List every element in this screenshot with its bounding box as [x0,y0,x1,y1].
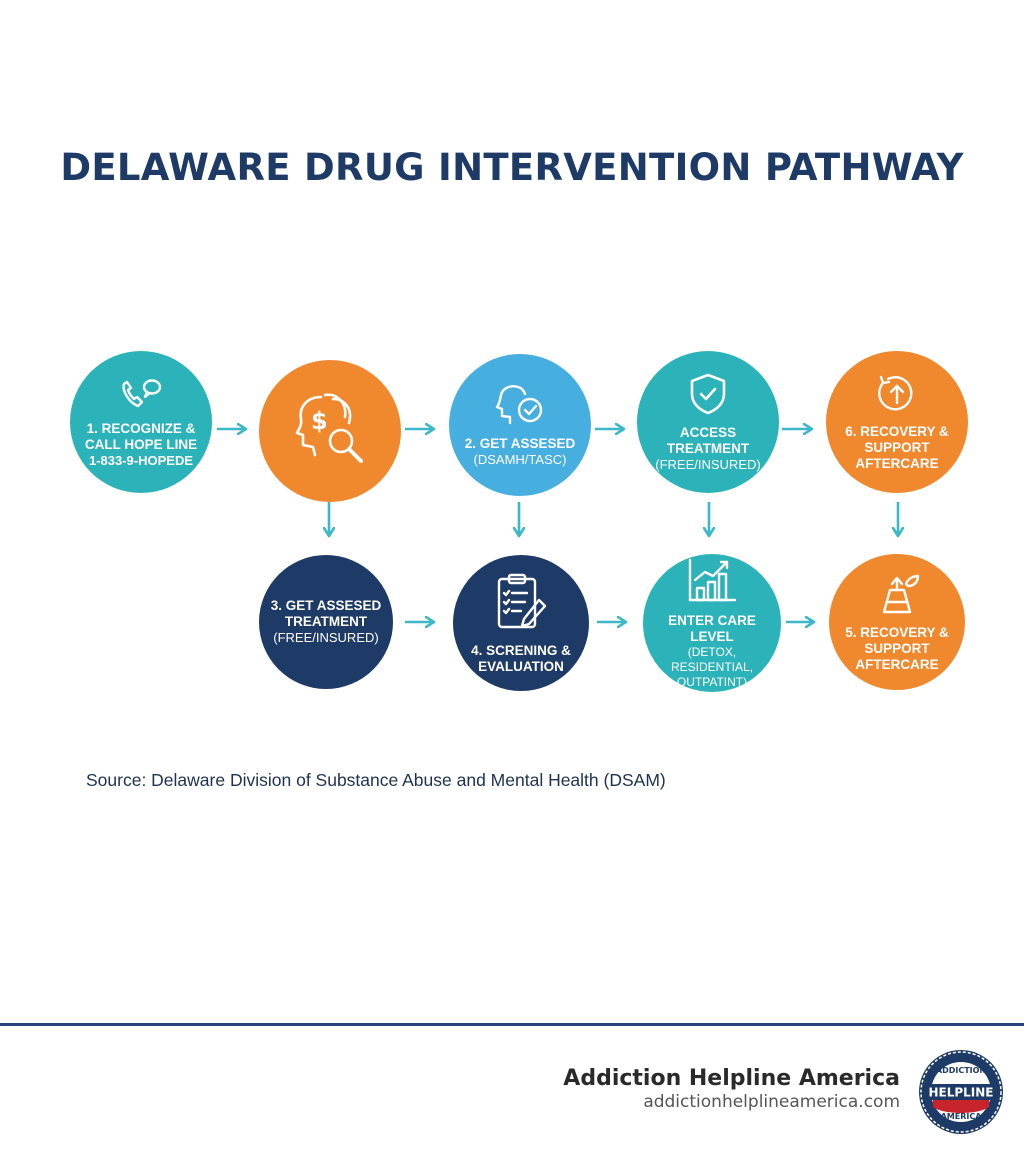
step-assess-sub: (DSAMH/TASC) [473,451,567,467]
page-title: DELAWARE DRUG INTERVENTION PATHWAY [60,146,964,189]
step-finance-node: $ [259,360,401,502]
clipboard-pen-icon [493,572,549,639]
shield-check-icon [688,372,728,421]
step-care-level-label: ENTER CARE LEVEL [668,613,756,644]
step-recovery-6-label: 6. RECOVERY & SUPPORT AFTERCARE [845,423,949,471]
svg-text:HELPLINE: HELPLINE [928,1086,993,1100]
step-assess-treatment-node: 3. GET ASSESED TREATMENT (FREE/INSURED) [259,555,393,689]
refresh-up-icon [874,373,920,420]
step-recovery-6-node: 6. RECOVERY & SUPPORT AFTERCARE [826,351,968,493]
source-note: Source: Delaware Division of Substance A… [86,770,666,790]
step-assess-label: 2. GET ASSESED [464,435,576,451]
step-assess-treatment-sub: (FREE/INSURED) [273,630,379,645]
step-care-level-node: ENTER CARE LEVEL (DETOX, RESIDENTIAL, OU… [643,554,781,692]
head-check-icon [494,383,546,432]
svg-text:AMERICA: AMERICA [941,1112,983,1121]
step-access-sub: (FREE/INSURED) [655,456,761,472]
head-dollar-search-icon: $ [291,389,369,474]
step-recovery-5-node: 5. RECOVERY & SUPPORT AFTERCARE [829,554,965,690]
step-recognize-label: 1. RECOGNIZE & CALL HOPE LINE [84,420,198,452]
footer-divider [0,1023,1024,1026]
step-access-label: ACCESS TREATMENT [666,424,750,456]
brand-url[interactable]: addictionhelplineamerica.com [643,1092,900,1112]
phone-chat-icon [118,376,164,417]
path-plant-icon [872,572,922,621]
step-recognize-node: 1. RECOGNIZE & CALL HOPE LINE 1-833-9-HO… [70,351,212,493]
svg-text:ADDICTION: ADDICTION [936,1066,986,1075]
bar-chart-up-icon [685,556,739,609]
step-screening-label: 4. SCRENING & EVALUATION [471,642,571,674]
step-screening-node: 4. SCRENING & EVALUATION [453,555,589,691]
brand-name: Addiction Helpline America [563,1066,900,1091]
step-assess-treatment-label: 3. GET ASSESED TREATMENT [270,598,382,629]
helpline-logo: HELPLINE ADDICTION AMERICA [918,1049,1004,1140]
step-recognize-phone: 1-833-9-HOPEDE [88,452,194,468]
connector-arrows [217,0,1024,720]
step-assess-node: 2. GET ASSESED (DSAMH/TASC) [449,354,591,496]
step-recovery-5-label: 5. RECOVERY & SUPPORT AFTERCARE [845,624,949,672]
svg-text:$: $ [311,407,328,435]
step-access-node: ACCESS TREATMENT (FREE/INSURED) [637,351,779,493]
step-care-level-sub: (DETOX, RESIDENTIAL, OUTPATINT) [670,645,754,689]
